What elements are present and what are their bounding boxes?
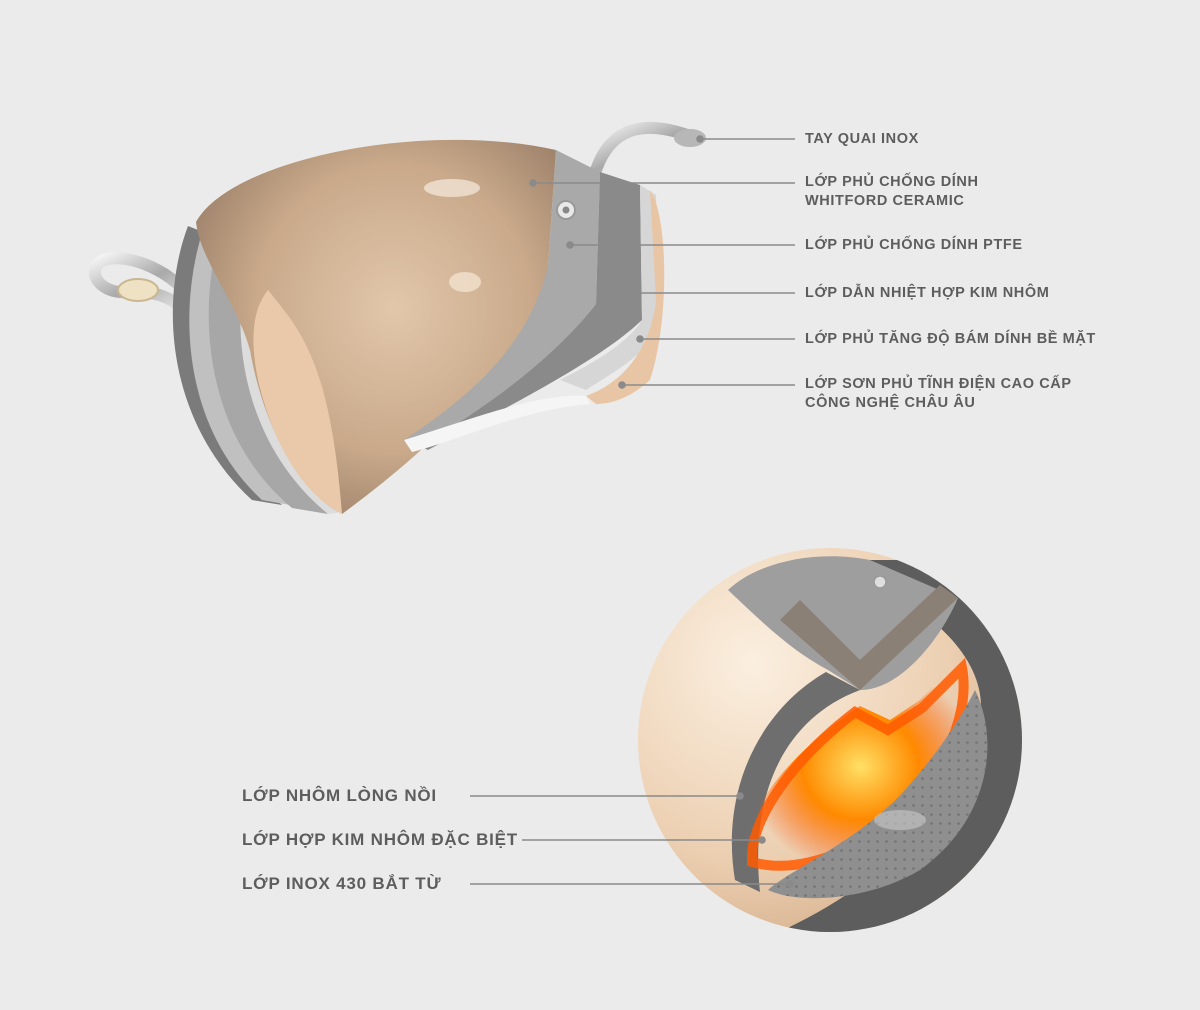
label-inox-430: LỚP INOX 430 BẮT TỪ xyxy=(242,874,442,893)
label-inner-aluminum: LỚP NHÔM LÒNG NỒI xyxy=(242,786,437,805)
label-line: WHITFORD CERAMIC xyxy=(805,193,965,209)
label-adhesion-layer: LỚP PHỦ TĂNG ĐỘ BÁM DÍNH BỀ MẶT xyxy=(805,330,1096,349)
label-stainless-handle: TAY QUAI INOX xyxy=(805,130,919,149)
pot-leader-lines xyxy=(529,135,795,389)
base-leader-lines xyxy=(470,792,794,888)
right-handle xyxy=(590,121,696,176)
label-line: TAY QUAI INOX xyxy=(805,131,919,147)
label-line: LỚP SƠN PHỦ TĨNH ĐIỆN CAO CẤP xyxy=(805,376,1072,392)
label-line: LỚP PHỦ CHỐNG DÍNH PTFE xyxy=(805,237,1023,253)
label-electrostatic-paint: LỚP SƠN PHỦ TĨNH ĐIỆN CAO CẤP CÔNG NGHỆ … xyxy=(805,375,1072,413)
label-line: LỚP DẪN NHIỆT HỢP KIM NHÔM xyxy=(805,285,1050,301)
label-line: CÔNG NGHỆ CHÂU ÂU xyxy=(805,395,976,411)
label-ptfe-coating: LỚP PHỦ CHỐNG DÍNH PTFE xyxy=(805,236,1023,255)
pot-cutaway xyxy=(88,121,706,514)
label-line: LỚP PHỦ TĂNG ĐỘ BÁM DÍNH BỀ MẶT xyxy=(805,331,1096,347)
label-aluminum-conductor: LỚP DẪN NHIỆT HỢP KIM NHÔM xyxy=(805,284,1049,303)
label-line: LỚP PHỦ CHỐNG DÍNH xyxy=(805,174,979,190)
label-special-alloy: LỚP HỢP KIM NHÔM ĐẶC BIỆT xyxy=(242,830,518,849)
label-whitford-ceramic: LỚP PHỦ CHỐNG DÍNH WHITFORD CERAMIC xyxy=(805,173,979,211)
base-zoom xyxy=(638,548,1022,932)
